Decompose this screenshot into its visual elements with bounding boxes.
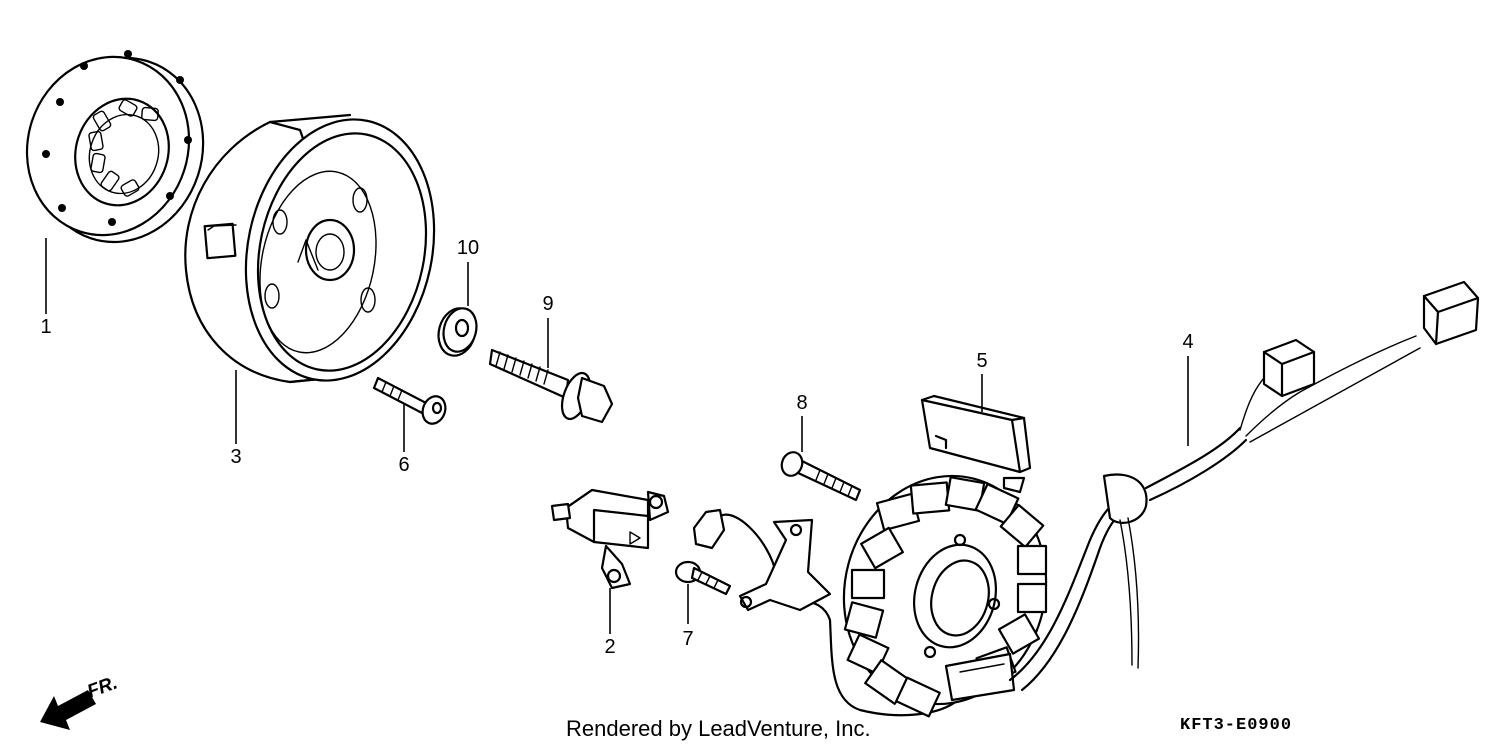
callout-4: 4 (1182, 331, 1193, 353)
part-flywheel-rotor[interactable] (184, 102, 457, 398)
front-arrow-icon (40, 690, 96, 730)
part-bolt-long[interactable] (778, 449, 862, 502)
part-bolt-washer[interactable] (674, 560, 732, 596)
diagram-code: KFT3-E0900 (1180, 716, 1293, 735)
callout-10: 10 (457, 237, 479, 259)
callout-2: 2 (604, 636, 615, 658)
front-direction-marker: FR. (40, 672, 120, 730)
callout-labels: 1 2 3 4 5 6 7 8 9 10 (40, 237, 1193, 658)
callout-6: 6 (398, 454, 409, 476)
callout-9: 9 (542, 293, 553, 315)
part-stator-assembly[interactable] (692, 280, 1480, 727)
callout-5: 5 (976, 350, 987, 372)
callout-7: 7 (682, 628, 693, 650)
callout-1: 1 (40, 316, 51, 338)
render-credit: Rendered by LeadVenture, Inc. (566, 716, 871, 741)
front-marker-label: FR. (85, 672, 121, 702)
leader-lines (45, 238, 1189, 634)
part-starter-clutch[interactable] (4, 36, 227, 264)
part-pulse-generator[interactable] (550, 488, 670, 590)
part-washer[interactable] (433, 304, 481, 360)
part-flange-bolt[interactable] (488, 348, 614, 424)
callout-8: 8 (796, 392, 807, 414)
callout-3: 3 (230, 446, 241, 468)
part-wire-clamp[interactable] (920, 394, 1032, 494)
part-bolt-small[interactable] (372, 376, 449, 427)
